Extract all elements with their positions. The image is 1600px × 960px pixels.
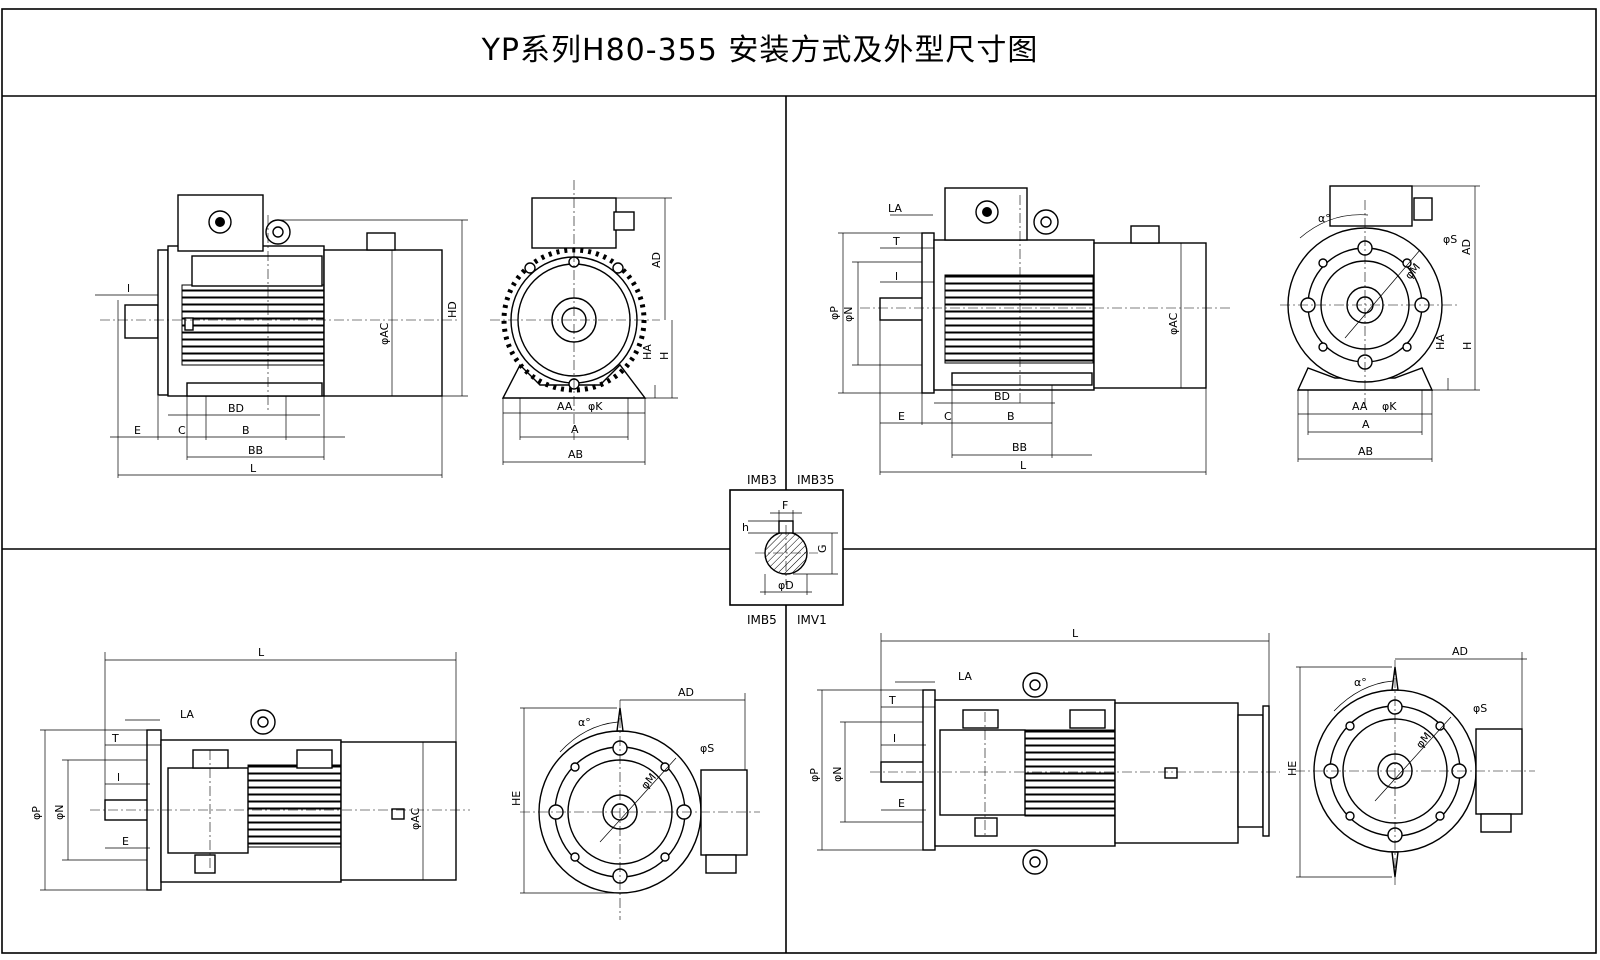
dim-C: C bbox=[944, 410, 952, 423]
dim-phiS: φS bbox=[1443, 233, 1457, 246]
dim-LA: LA bbox=[180, 708, 194, 721]
dim-E: E bbox=[134, 424, 141, 437]
dim-phiK: φK bbox=[588, 400, 603, 413]
dim-l: l bbox=[117, 771, 120, 784]
dim-A: A bbox=[571, 423, 579, 436]
label-imb35: IMB35 bbox=[797, 473, 834, 487]
dim-C: C bbox=[178, 424, 186, 437]
dim-phiAC: φAC bbox=[409, 807, 422, 830]
dim-AD: AD bbox=[1460, 239, 1473, 255]
imb3-side-view: l BD E C B BB L φAC HD bbox=[95, 194, 468, 478]
imb5-side-view: L LA T l φP φN E φAC bbox=[30, 646, 470, 891]
dim-E: E bbox=[898, 410, 905, 423]
imb5-end-view: AD α° φS φM HE bbox=[510, 686, 760, 920]
imv1-side-view: L LA T l φP φN E bbox=[808, 627, 1280, 875]
dim-BD: BD bbox=[994, 390, 1010, 403]
imb3-end-view: AD H HA AA φK A AB bbox=[490, 180, 678, 465]
dim-AD: AD bbox=[678, 686, 694, 699]
label-imb3: IMB3 bbox=[747, 473, 777, 487]
dim-LA: LA bbox=[888, 202, 902, 215]
dim-T: T bbox=[888, 694, 896, 707]
shaft-cross-section: IMB3 IMB35 IMB5 IMV1 F h G φD bbox=[729, 473, 844, 627]
dim-phiK: φK bbox=[1382, 400, 1397, 413]
dim-AB: AB bbox=[568, 448, 583, 461]
dim-AD: AD bbox=[650, 252, 663, 268]
label-imv1: IMV1 bbox=[797, 613, 827, 627]
dim-HE: HE bbox=[510, 791, 523, 806]
dim-H: H bbox=[1461, 342, 1474, 350]
imv1-end-view: AD α° φS φM HE bbox=[1286, 645, 1535, 885]
dim-phiS: φS bbox=[700, 742, 714, 755]
dim-HA: HA bbox=[1434, 334, 1447, 350]
dim-L: L bbox=[1020, 459, 1027, 472]
dim-BD: BD bbox=[228, 402, 244, 415]
dim-T: T bbox=[892, 235, 900, 248]
dim-phiP: φP bbox=[828, 306, 841, 320]
dim-h: h bbox=[742, 521, 749, 534]
page-title: YP系列H80-355 安装方式及外型尺寸图 bbox=[481, 33, 1039, 68]
dim-phiP: φP bbox=[808, 768, 821, 782]
dim-G: G bbox=[816, 544, 829, 553]
dim-alpha: α° bbox=[1318, 212, 1331, 225]
dim-phiP: φP bbox=[30, 806, 43, 820]
dim-E: E bbox=[122, 835, 129, 848]
dim-HD: HD bbox=[446, 301, 459, 318]
dim-l: l bbox=[895, 270, 898, 283]
dim-AD: AD bbox=[1452, 645, 1468, 658]
dim-L: L bbox=[1072, 627, 1079, 640]
dim-E: E bbox=[898, 797, 905, 810]
dim-LA: LA bbox=[958, 670, 972, 683]
dim-phiN: φN bbox=[842, 307, 855, 323]
dim-T: T bbox=[111, 732, 119, 745]
dim-phiAC: φAC bbox=[378, 322, 391, 345]
dim-L: L bbox=[258, 646, 265, 659]
dim-phiAC: φAC bbox=[1167, 312, 1180, 335]
dim-phiS: φS bbox=[1473, 702, 1487, 715]
dim-HE: HE bbox=[1286, 761, 1299, 776]
dim-phiN: φN bbox=[831, 767, 844, 783]
dim-BB: BB bbox=[248, 444, 263, 457]
dim-l: l bbox=[893, 732, 896, 745]
dim-l: l bbox=[127, 282, 130, 295]
dim-HA: HA bbox=[641, 344, 654, 360]
label-imb5: IMB5 bbox=[747, 613, 777, 627]
sheet-border bbox=[1, 8, 1597, 954]
dim-F: F bbox=[782, 499, 788, 512]
dim-B: B bbox=[242, 424, 250, 437]
dim-B: B bbox=[1007, 410, 1015, 423]
dim-L: L bbox=[250, 462, 257, 475]
dim-alpha: α° bbox=[1354, 676, 1367, 689]
dim-A: A bbox=[1362, 418, 1370, 431]
dim-phiD: φD bbox=[778, 579, 794, 592]
dim-BB: BB bbox=[1012, 441, 1027, 454]
imb35-side-view: LA T l φP φN φAC BD E C B BB L bbox=[828, 187, 1230, 475]
dim-phiN: φN bbox=[53, 805, 66, 821]
dim-H: H bbox=[658, 352, 671, 360]
dim-alpha: α° bbox=[578, 716, 591, 729]
imb35-end-view: α° φS φM AD H HA AA φK A AB bbox=[1280, 185, 1480, 462]
dim-AB: AB bbox=[1358, 445, 1373, 458]
dim-AA: AA bbox=[557, 400, 573, 413]
dim-AA: AA bbox=[1352, 400, 1368, 413]
